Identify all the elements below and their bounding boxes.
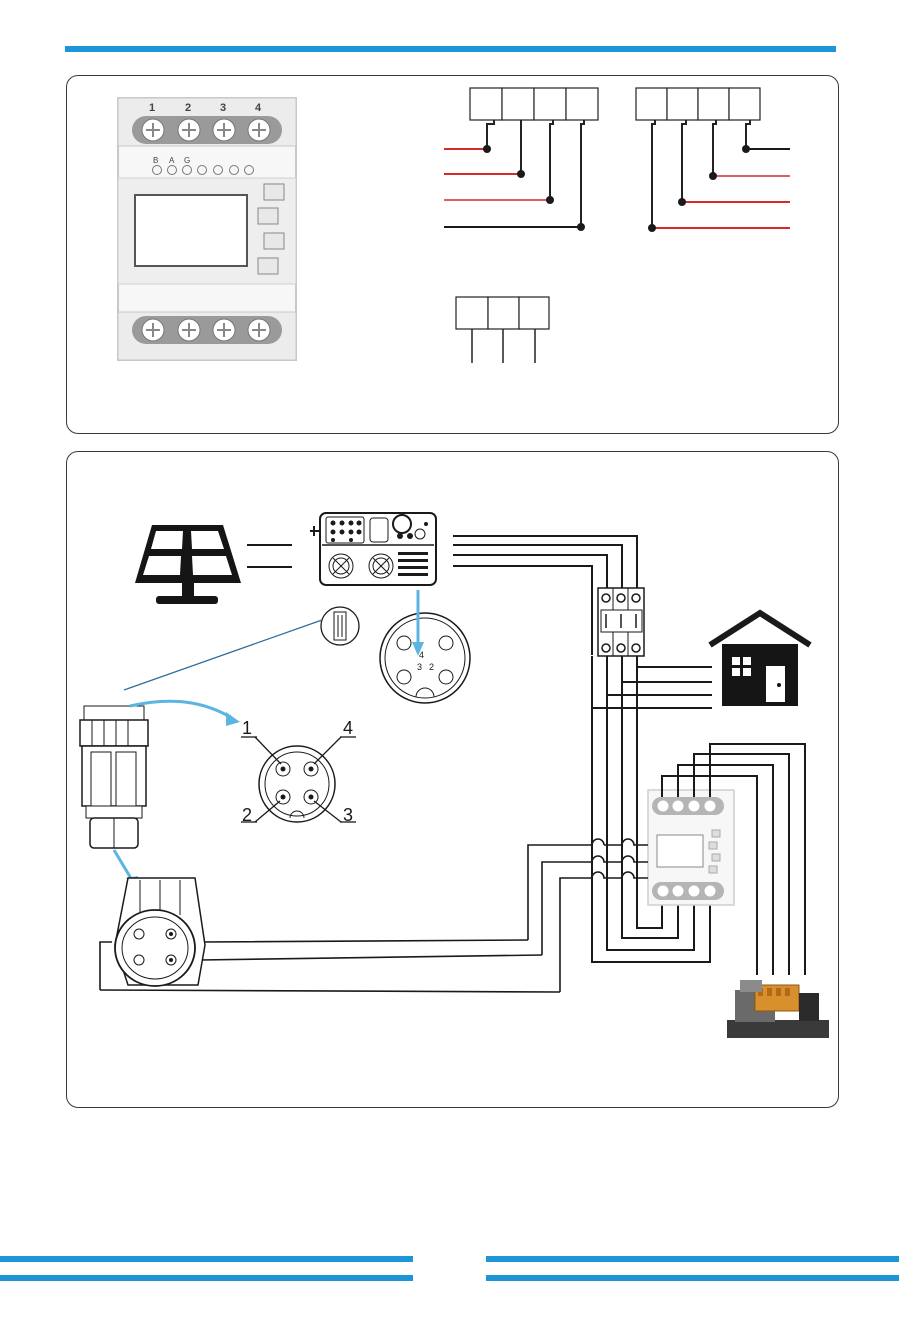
connector-pinout: 1 4 2 3 xyxy=(241,718,356,825)
connector-icon xyxy=(80,706,148,848)
connector-callout xyxy=(124,607,359,690)
inverter-icon xyxy=(310,513,436,585)
plug-icon xyxy=(115,878,205,986)
connector-to-pinout-arrow xyxy=(130,701,232,718)
solar-panel-icon xyxy=(135,525,241,604)
load-wires xyxy=(592,656,712,708)
house-icon xyxy=(710,613,810,706)
inverter-pin-2: 2 xyxy=(429,662,434,672)
pv-cables xyxy=(247,545,292,567)
connector-to-plug-arrow xyxy=(114,850,132,880)
pin-label-4: 4 xyxy=(343,718,353,738)
footer-bar-left-2 xyxy=(0,1275,413,1281)
pin-label-1: 1 xyxy=(242,718,252,738)
connector-to-pinout-arrow-head xyxy=(226,712,240,726)
footer-bar-right-1 xyxy=(486,1256,899,1262)
generator-icon xyxy=(727,980,829,1038)
meter-icon xyxy=(648,790,734,905)
pin-label-2: 2 xyxy=(242,805,252,825)
inverter-pin-3: 3 xyxy=(417,662,422,672)
pin-label-3: 3 xyxy=(343,805,353,825)
footer-bar-right-2 xyxy=(486,1275,899,1281)
breaker-icon xyxy=(598,588,644,656)
footer-bar-left-1 xyxy=(0,1256,413,1262)
inverter-port-detail: 4 3 2 xyxy=(380,613,470,703)
